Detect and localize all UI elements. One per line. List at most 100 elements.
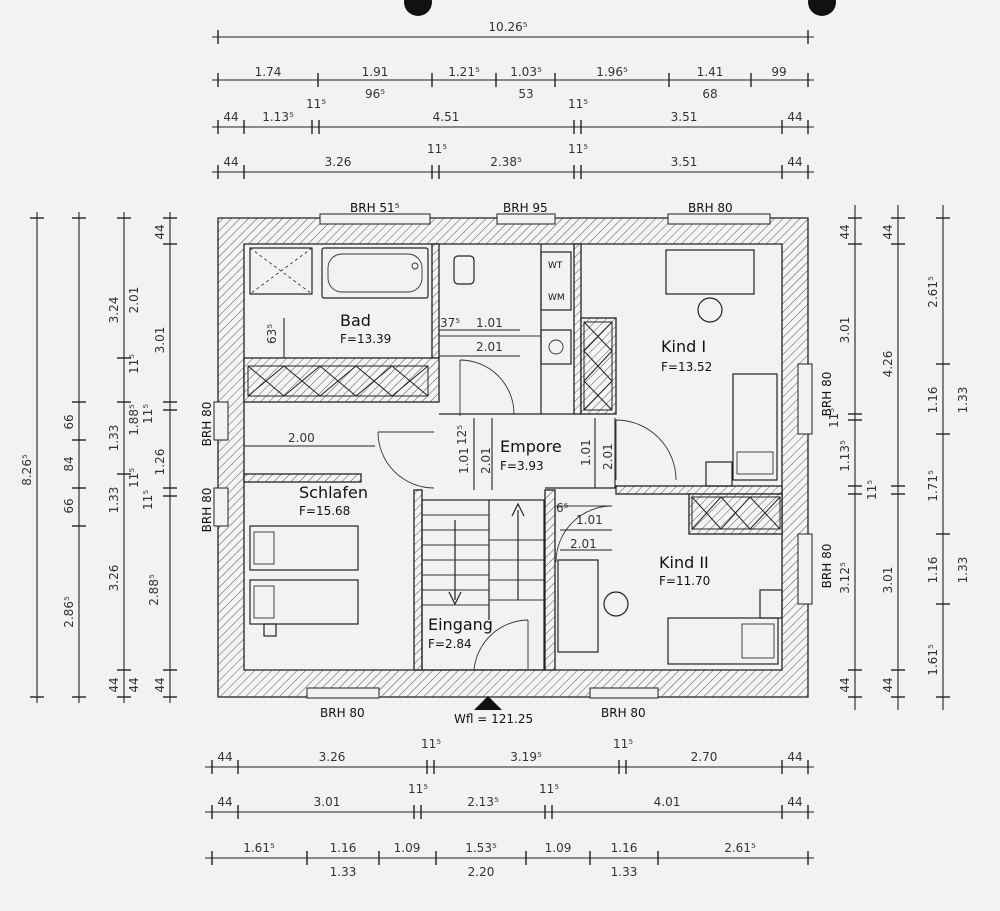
chair-kind2 (603, 591, 629, 617)
dim-right-c2-2: 4.26 (881, 351, 895, 378)
dim-left-c4-5: 2.88⁵ (147, 574, 161, 606)
window-kind2-bottom (589, 687, 659, 699)
brh-kind2-bottom: BRH 80 (601, 706, 646, 720)
room-area-eingang: F=2.84 (428, 637, 472, 651)
dim-top-r3-1: 44 (223, 155, 238, 169)
window-kind2-right (797, 533, 813, 605)
room-area-bad: F=13.39 (340, 332, 391, 346)
dim-left-c4-3: 1.88⁵ (127, 404, 141, 436)
dim-empore-d: 1.01 (579, 439, 593, 466)
closet-kind1-crosses (583, 321, 613, 411)
brh-bad: BRH 51⁵ (350, 201, 400, 215)
dim-right-c1-4: 1.13⁵ (838, 440, 852, 472)
dim-top-sub-3: 68 (702, 87, 717, 101)
room-area-schlafen: F=15.68 (299, 504, 350, 518)
bed-schlafen-2 (249, 579, 359, 625)
dim-left-c5-6: 44 (153, 677, 167, 692)
window-schlafen-left-top (213, 401, 229, 441)
entrance-arrow-icon (474, 696, 502, 710)
dim-bot-r2-3: 11⁵ (408, 782, 428, 796)
dim-right-c1-3: 11⁵ (827, 408, 841, 428)
dim-left-c2-3: 84 (62, 456, 76, 471)
dim-bot-r1-7: 44 (787, 750, 802, 764)
punch-hole-right (808, 0, 836, 16)
dim-bad-4: 63⁵ (265, 324, 279, 344)
desk-kind2 (557, 559, 599, 653)
dim-left-c3-4: 3.26 (107, 565, 121, 592)
dim-top-3: 1.21⁵ (448, 65, 480, 79)
dim-bot-r1-6: 2.70 (691, 750, 718, 764)
wall-bad-schlafen (243, 357, 440, 403)
room-labels: Bad F=13.39 Kind I F=13.52 Empore F=3.93… (299, 311, 712, 726)
right-dimensions: 44 3.01 11⁵ 1.13⁵ 11⁵ 3.12⁵ 44 44 4.26 3… (827, 205, 970, 710)
dim-left-c4-2: 11⁵ (127, 354, 141, 374)
dim-top-7: 99 (771, 65, 786, 79)
bed-schlafen-1 (249, 525, 359, 571)
dim-left-c3-3: 1.33 (107, 487, 121, 514)
dim-top-r3-7: 44 (787, 155, 802, 169)
dim-top-r3-5: 11⁵ (568, 142, 588, 156)
brh-schlafen-left-top: BRH 80 (200, 402, 214, 447)
dim-top-r2-7: 44 (787, 110, 802, 124)
brh-kind1-top: BRH 80 (688, 201, 733, 215)
dim-bad-2: 1.01 (476, 316, 503, 330)
wall-stair-kind2 (544, 489, 556, 671)
dim-top-r3-3: 11⁵ (427, 142, 447, 156)
dim-right-c1-5: 11⁵ (865, 480, 879, 500)
dim-bot-r2-1: 44 (217, 795, 232, 809)
interior-dimensions: 37⁵ 1.01 2.01 63⁵ 2.00 12⁵ 1.01 2.01 1.0… (244, 316, 616, 551)
dim-top-r2-5: 11⁵ (568, 97, 588, 111)
dim-top-r3-6: 3.51 (671, 155, 698, 169)
bed-kind2 (667, 617, 779, 665)
dim-left-c5-3: 11⁵ (141, 404, 155, 424)
dim-schlafen-w: 2.00 (288, 431, 315, 445)
wall-schlafen-eingang (413, 489, 423, 671)
dim-right-c3-7: 1.61⁵ (926, 644, 940, 676)
window-bad (319, 213, 431, 225)
dim-bot-r2-4: 2.13⁵ (467, 795, 499, 809)
wall-empore-kind1 (573, 243, 582, 415)
dim-bot-r2-7: 44 (787, 795, 802, 809)
dim-kind2-b: 1.01 (576, 513, 603, 527)
dim-empore-c: 2.01 (479, 447, 493, 474)
dim-bot-r2-2: 3.01 (314, 795, 341, 809)
dim-top-6: 1.41 (697, 65, 724, 79)
dim-empore-b: 1.01 (457, 447, 471, 474)
dim-top-r2-4: 4.51 (433, 110, 460, 124)
dim-bot-sub-3: 1.33 (611, 865, 638, 879)
brh-kind1-right: BRH 80 (820, 372, 834, 417)
dim-total-width: 10.26⁵ (488, 20, 527, 34)
window-kind1-right (797, 363, 813, 435)
dim-bad-3: 2.01 (476, 340, 503, 354)
dim-top-r2-1: 44 (223, 110, 238, 124)
dim-right-c3-2: 1.16 (926, 387, 940, 414)
dim-left-c2-4: 66 (62, 498, 76, 513)
dim-top-r2-2: 1.13⁵ (262, 110, 294, 124)
dim-right-c2-3: 3.01 (881, 567, 895, 594)
dim-bot-r3-4: 1.53⁵ (465, 841, 497, 855)
left-dimensions: 8.26⁵ 2.86⁵ 66 84 66 3.24 1.33 1.33 3.26… (20, 212, 177, 703)
brh-schlafen-bottom: BRH 80 (320, 706, 365, 720)
dim-bot-sub-1: 1.33 (330, 865, 357, 879)
dim-bad-1: 37⁵ (440, 316, 460, 330)
chair-kind1 (697, 297, 723, 323)
dim-right-c3-6: 1.33 (956, 557, 970, 584)
dim-top-sub-1: 96⁵ (365, 87, 385, 101)
dim-left-c3-1: 3.24 (107, 297, 121, 324)
wall-kind1-kind2 (615, 485, 783, 495)
shower-tray (249, 247, 313, 295)
dim-left-c5-5: 11⁵ (141, 490, 155, 510)
dim-left-c4-4: 11⁵ (127, 468, 141, 488)
dim-right-c3-5: 1.16 (926, 557, 940, 584)
dim-top-4: 1.03⁵ (510, 65, 542, 79)
total-living-area: Wfl = 121.25 (454, 712, 533, 726)
dim-bot-r1-5: 11⁵ (613, 737, 633, 751)
dim-top-r2-6: 3.51 (671, 110, 698, 124)
dim-bot-r3-2: 1.16 (330, 841, 357, 855)
room-area-kind1: F=13.52 (661, 360, 712, 374)
dim-top-1: 1.74 (255, 65, 282, 79)
dim-bot-r3-1: 1.61⁵ (243, 841, 275, 855)
closet-kind2-crosses (691, 496, 781, 530)
window-schlafen-left-bottom (213, 487, 229, 527)
room-name-empore: Empore (500, 437, 562, 456)
